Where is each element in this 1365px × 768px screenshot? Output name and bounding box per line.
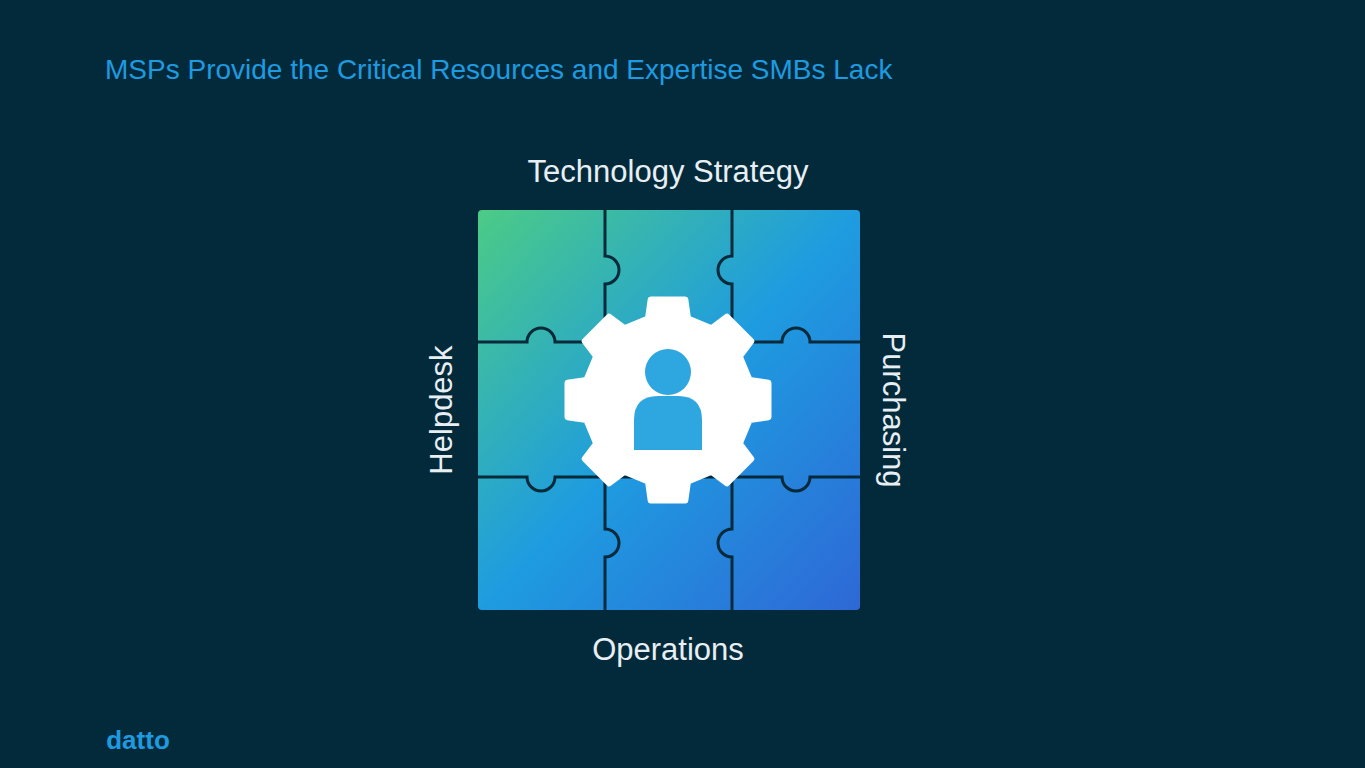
person-body bbox=[634, 396, 702, 450]
gear-shape bbox=[568, 300, 769, 501]
brand-logo: datto bbox=[106, 726, 170, 755]
side-label: Helpdesk bbox=[425, 345, 459, 474]
gear-body bbox=[584, 316, 752, 484]
puzzle-cuts bbox=[478, 210, 860, 610]
person-head bbox=[645, 349, 691, 395]
gear-icon bbox=[568, 300, 769, 501]
side-label: Technology Strategy bbox=[528, 155, 809, 189]
puzzle-square bbox=[478, 210, 860, 610]
side-label: Operations bbox=[592, 633, 744, 667]
side-label: Purchasing bbox=[876, 332, 910, 487]
slide-title: MSPs Provide the Critical Resources and … bbox=[105, 55, 892, 86]
